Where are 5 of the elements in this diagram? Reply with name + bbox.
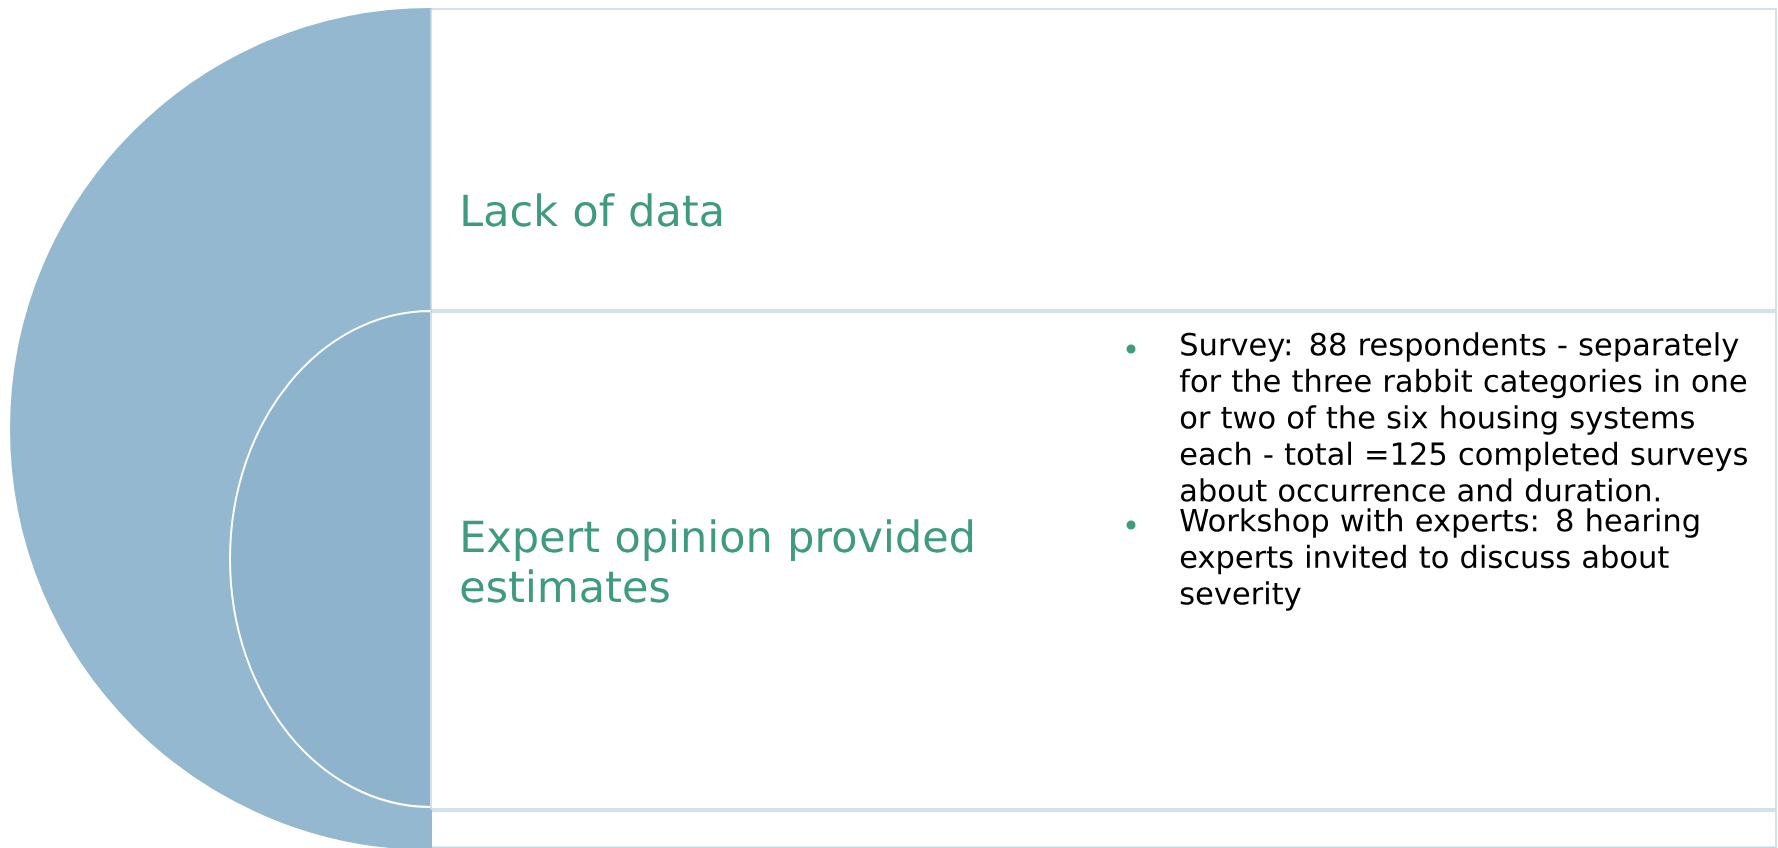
- bullet-item: Workshop with experts: 8 hearing experts invited to discuss about severity: [1180, 508, 1699, 611]
- heading: Lack of data: [463, 193, 722, 227]
- heading: Expert opinion provided estimates: [461, 519, 973, 603]
- half-disc: [229, 310, 431, 808]
- bullet-item: Survey: 88 respondents - separately for the three rabbit categories in one or two of the six housing systems each - total =125 completed surveys about occurrence and duration.: [1179, 332, 1747, 502]
